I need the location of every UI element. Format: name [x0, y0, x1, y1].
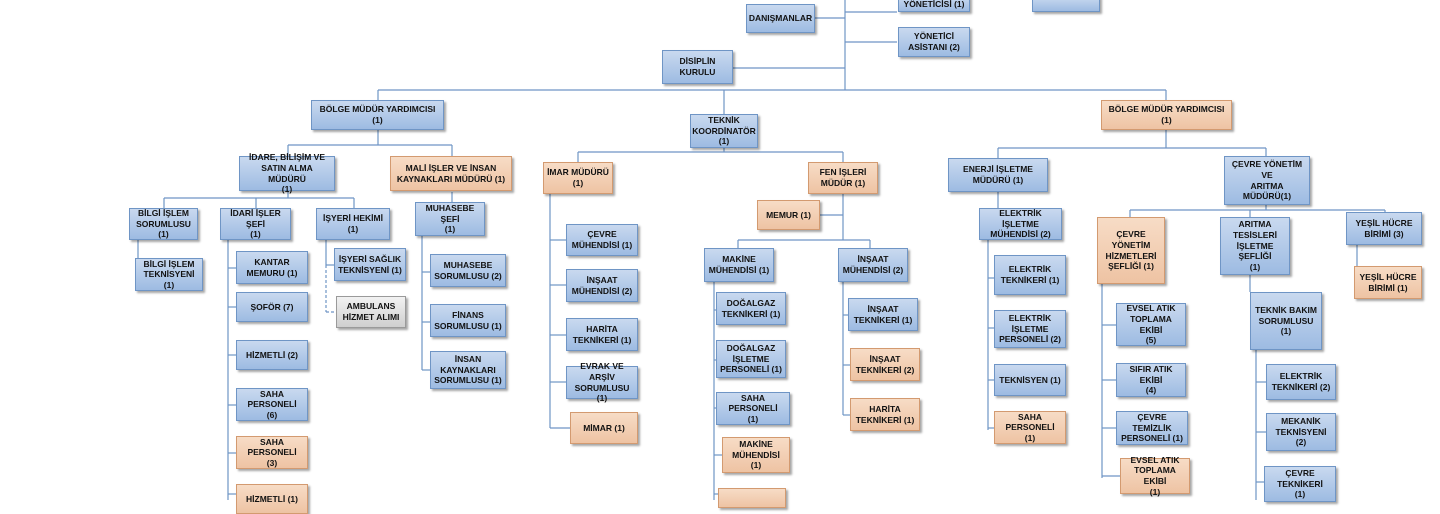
muhasebe-sorumlusu-box[interactable]: MUHASEBE SORUMLUSU (2)	[430, 254, 506, 287]
sifir-atik-box[interactable]: SIFIR ATIK EKİBİ (4)	[1116, 363, 1186, 397]
top-right-box[interactable]	[1032, 0, 1100, 12]
insaat-teknikeri-1-box[interactable]: İNŞAAT TEKNİKERİ (1)	[848, 298, 918, 331]
teknik-koordinator-box[interactable]: TEKNİK KOORDİNATÖR (1)	[690, 114, 758, 148]
yesil-hucre-3-box[interactable]: YEŞİL HÜCRE BİRİMİ (3)	[1346, 212, 1422, 245]
saha-personeli-6-box[interactable]: SAHA PERSONELİ (6)	[236, 388, 308, 421]
connector-lines	[137, 0, 1386, 500]
enerji-isletme-box[interactable]: ENERJİ İŞLETME MÜDÜRÜ (1)	[948, 158, 1048, 192]
sofor-box[interactable]: ŞOFÖR (7)	[236, 292, 308, 322]
saha-personeli-1-box[interactable]: SAHA PERSONELİ (1)	[716, 392, 790, 425]
bilgi-islem-teknisyeni-box[interactable]: BİLGİ İŞLEM TEKNİSYENİ (1)	[135, 258, 203, 291]
cevre-yonetim-sefligi-box[interactable]: ÇEVRE YÖNETİM HİZMETLERİ ŞEFLİĞİ (1)	[1097, 217, 1165, 284]
center-bottom-box[interactable]	[718, 488, 786, 508]
imar-muduru-box[interactable]: İMAR MÜDÜRÜ (1)	[543, 162, 613, 194]
elektrik-isletme-muhendisi-box[interactable]: ELEKTRİK İŞLETME MÜHENDİSİ (2)	[979, 208, 1062, 240]
evsel-atik-5-box[interactable]: EVSEL ATIK TOPLAMA EKİBİ (5)	[1116, 303, 1186, 346]
mekanik-teknisyeni-box[interactable]: MEKANİK TEKNİSYENİ (2)	[1266, 413, 1336, 451]
hizmetli-2-box[interactable]: HİZMETLİ (2)	[236, 340, 308, 370]
memur-box[interactable]: MEMUR (1)	[757, 200, 820, 230]
bilgi-islem-sorumlusu-box[interactable]: BİLGİ İŞLEM SORUMLUSU (1)	[129, 208, 198, 240]
insan-kaynaklari-box[interactable]: İNSAN KAYNAKLARI SORUMLUSU (1)	[430, 351, 506, 389]
elektrik-teknikeri-2-box[interactable]: ELEKTRİK TEKNİKERİ (2)	[1266, 364, 1336, 400]
disiplin-kurulu-box[interactable]: DİSİPLİN KURULU	[662, 50, 733, 84]
bolge-mudur-yardimcisi-left-box[interactable]: BÖLGE MÜDÜR YARDIMCISI (1)	[311, 100, 444, 130]
dogalgaz-teknikeri-box[interactable]: DOĞALGAZ TEKNİKERİ (1)	[716, 292, 786, 325]
idare-bilisim-box[interactable]: İDARE, BİLİŞİM VE SATIN ALMA MÜDÜRÜ (1)	[239, 152, 335, 194]
danismanlar-box[interactable]: DANIŞMANLAR	[746, 4, 815, 33]
isyeri-hekimi-box[interactable]: İŞYERİ HEKİMİ (1)	[316, 208, 390, 240]
cevre-yonetim-muduru-box[interactable]: ÇEVRE YÖNETİM VE ARITMA MÜDÜRÜ(1)	[1224, 156, 1310, 205]
teknisyen-box[interactable]: TEKNİSYEN (1)	[994, 364, 1066, 396]
makine-muhendisi-box[interactable]: MAKİNE MÜHENDİSİ (1)	[704, 248, 774, 282]
kantar-memuru-box[interactable]: KANTAR MEMURU (1)	[236, 251, 308, 284]
yesil-hucre-1-box[interactable]: YEŞİL HÜCRE BİRİMİ (1)	[1354, 266, 1422, 299]
yonetici-asistani-box[interactable]: YÖNETİCİ ASİSTANI (2)	[898, 27, 970, 57]
dogalgaz-isletme-box[interactable]: DOĞALGAZ İŞLETME PERSONELİ (1)	[716, 340, 786, 378]
cevre-temizlik-box[interactable]: ÇEVRE TEMİZLİK PERSONELİ (1)	[1116, 411, 1188, 445]
insaat-muhendisi-fen-box[interactable]: İNŞAAT MÜHENDİSİ (2)	[838, 248, 908, 282]
insaat-teknikeri-2-box[interactable]: İNŞAAT TEKNİKERİ (2)	[850, 348, 920, 381]
harita-teknikeri-fen-box[interactable]: HARİTA TEKNİKERİ (1)	[850, 398, 920, 431]
isyeri-saglik-teknisyeni-box[interactable]: İŞYERİ SAĞLIK TEKNİSYENİ (1)	[334, 248, 406, 281]
aritma-sefligi-box[interactable]: ARITMA TESİSLERİ İŞLETME ŞEFLİĞİ (1)	[1220, 217, 1290, 275]
saha-personeli-enerji-box[interactable]: SAHA PERSONELİ (1)	[994, 411, 1066, 444]
insaat-muhendisi-imar-box[interactable]: İNŞAAT MÜHENDİSİ (2)	[566, 269, 638, 302]
cevre-teknikeri-box[interactable]: ÇEVRE TEKNİKERİ (1)	[1264, 466, 1336, 502]
bolge-mudur-yardimcisi-right-box[interactable]: BÖLGE MÜDÜR YARDIMCISI (1)	[1101, 100, 1232, 130]
harita-teknikeri-imar-box[interactable]: HARİTA TEKNİKERİ (1)	[566, 318, 638, 351]
mimar-box[interactable]: MİMAR (1)	[570, 412, 638, 444]
evrak-arsiv-box[interactable]: EVRAK VE ARŞİV SORUMLUSU (1)	[566, 361, 638, 403]
elektrik-isletme-personeli-box[interactable]: ELEKTRİK İŞLETME PERSONELİ (2)	[994, 310, 1066, 348]
saha-personeli-3-box[interactable]: SAHA PERSONELİ (3)	[236, 436, 308, 469]
muhasebe-sefi-box[interactable]: MUHASEBE ŞEFİ (1)	[415, 202, 485, 236]
finans-sorumlusu-box[interactable]: FİNANS SORUMLUSU (1)	[430, 304, 506, 337]
yonetici-box[interactable]: YÖNETİCİSİ (1)	[898, 0, 970, 12]
fen-isleri-box[interactable]: FEN İŞLERİ MÜDÜR (1)	[808, 162, 878, 194]
hizmetli-1-box[interactable]: HİZMETLİ (1)	[236, 484, 308, 514]
elektrik-teknikeri-box[interactable]: ELEKTRİK TEKNİKERİ (1)	[994, 255, 1066, 295]
idari-isler-sefi-box[interactable]: İDARİ İŞLER ŞEFİ (1)	[220, 208, 291, 240]
teknik-bakim-box[interactable]: TEKNİK BAKIM SORUMLUSU (1)	[1250, 292, 1322, 350]
makine-muhendisi-2-box[interactable]: MAKİNE MÜHENDİSİ (1)	[722, 437, 790, 473]
cevre-muhendisi-box[interactable]: ÇEVRE MÜHENDİSİ (1)	[566, 224, 638, 256]
mali-isler-box[interactable]: MALİ İŞLER VE İNSAN KAYNAKLARI MÜDÜRÜ (1…	[390, 156, 512, 191]
ambulans-hizmet-box[interactable]: AMBULANS HİZMET ALIMI	[336, 296, 406, 328]
evsel-atik-1-box[interactable]: EVSEL ATIK TOPLAMA EKİBİ (1)	[1120, 455, 1190, 497]
